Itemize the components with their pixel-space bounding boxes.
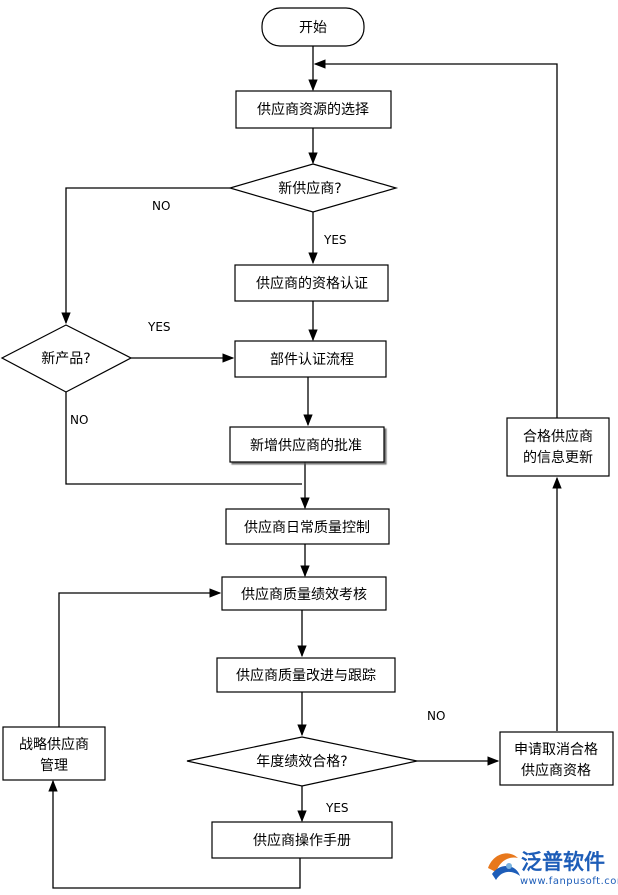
cancel-label-2: 供应商资格: [521, 762, 591, 779]
cancel-label-1: 申请取消合格: [514, 742, 598, 758]
logo-url: www.fanpusoft.com: [520, 876, 618, 887]
label-yes-new-supplier: YES: [323, 233, 347, 247]
label-no-new-product: NO: [70, 413, 88, 427]
edge-manual-to-strategic: [48, 779, 301, 889]
manual-label: 供应商操作手册: [253, 832, 351, 849]
approval-node: 新增供应商的批准: [229, 426, 385, 463]
update-label-2: 的信息更新: [523, 449, 593, 466]
update-node: 合格供应商 的信息更新: [506, 417, 610, 477]
new-supplier-decision: 新供应商?: [227, 163, 399, 213]
select-label: 供应商资源的选择: [257, 101, 369, 118]
perf-eval-label: 供应商质量绩效考核: [241, 586, 367, 603]
annual-decision: 年度绩效合格?: [186, 736, 418, 787]
logo: 泛普软件 www.fanpusoft.com: [488, 850, 618, 887]
improve-node: 供应商质量改进与跟踪: [216, 657, 396, 693]
update-label-1: 合格供应商: [523, 428, 593, 445]
annual-label: 年度绩效合格?: [256, 754, 347, 770]
label-no-new-supplier: NO: [152, 199, 170, 213]
parts-cert-node: 部件认证流程: [234, 340, 387, 378]
daily-qc-label: 供应商日常质量控制: [244, 519, 370, 536]
qualification-label: 供应商的资格认证: [256, 275, 368, 292]
new-supplier-label: 新供应商?: [278, 180, 341, 197]
new-product-label: 新产品?: [41, 351, 90, 367]
strategic-label-1: 战略供应商: [19, 736, 89, 753]
edge-update-to-select: [313, 59, 558, 476]
edge-newsupplier-no: [61, 187, 230, 325]
perf-eval-node: 供应商质量绩效考核: [221, 576, 387, 611]
daily-qc-node: 供应商日常质量控制: [225, 508, 390, 545]
manual-node: 供应商操作手册: [211, 821, 393, 859]
select-node: 供应商资源的选择: [235, 90, 392, 129]
label-yes-new-product: YES: [147, 320, 171, 334]
approval-label: 新增供应商的批准: [250, 437, 362, 454]
qualification-node: 供应商的资格认证: [234, 264, 389, 302]
improve-label: 供应商质量改进与跟踪: [236, 667, 376, 684]
start-label: 开始: [299, 20, 327, 36]
label-no-annual: NO: [427, 709, 445, 723]
connectors: [48, 46, 562, 889]
start-node: 开始: [261, 7, 365, 47]
parts-cert-label: 部件认证流程: [270, 352, 354, 368]
strategic-label-2: 管理: [40, 758, 68, 774]
new-product-decision: 新产品?: [0, 324, 133, 393]
label-yes-annual: YES: [325, 801, 349, 815]
logo-name: 泛普软件: [521, 850, 605, 874]
edge-strategic-to-perf: [58, 588, 222, 730]
edge-newproduct-no: [65, 392, 302, 485]
cancel-node: 申请取消合格 供应商资格: [499, 731, 614, 786]
strategic-node: 战略供应商 管理: [2, 726, 106, 781]
logo-mark-icon: [488, 853, 520, 880]
